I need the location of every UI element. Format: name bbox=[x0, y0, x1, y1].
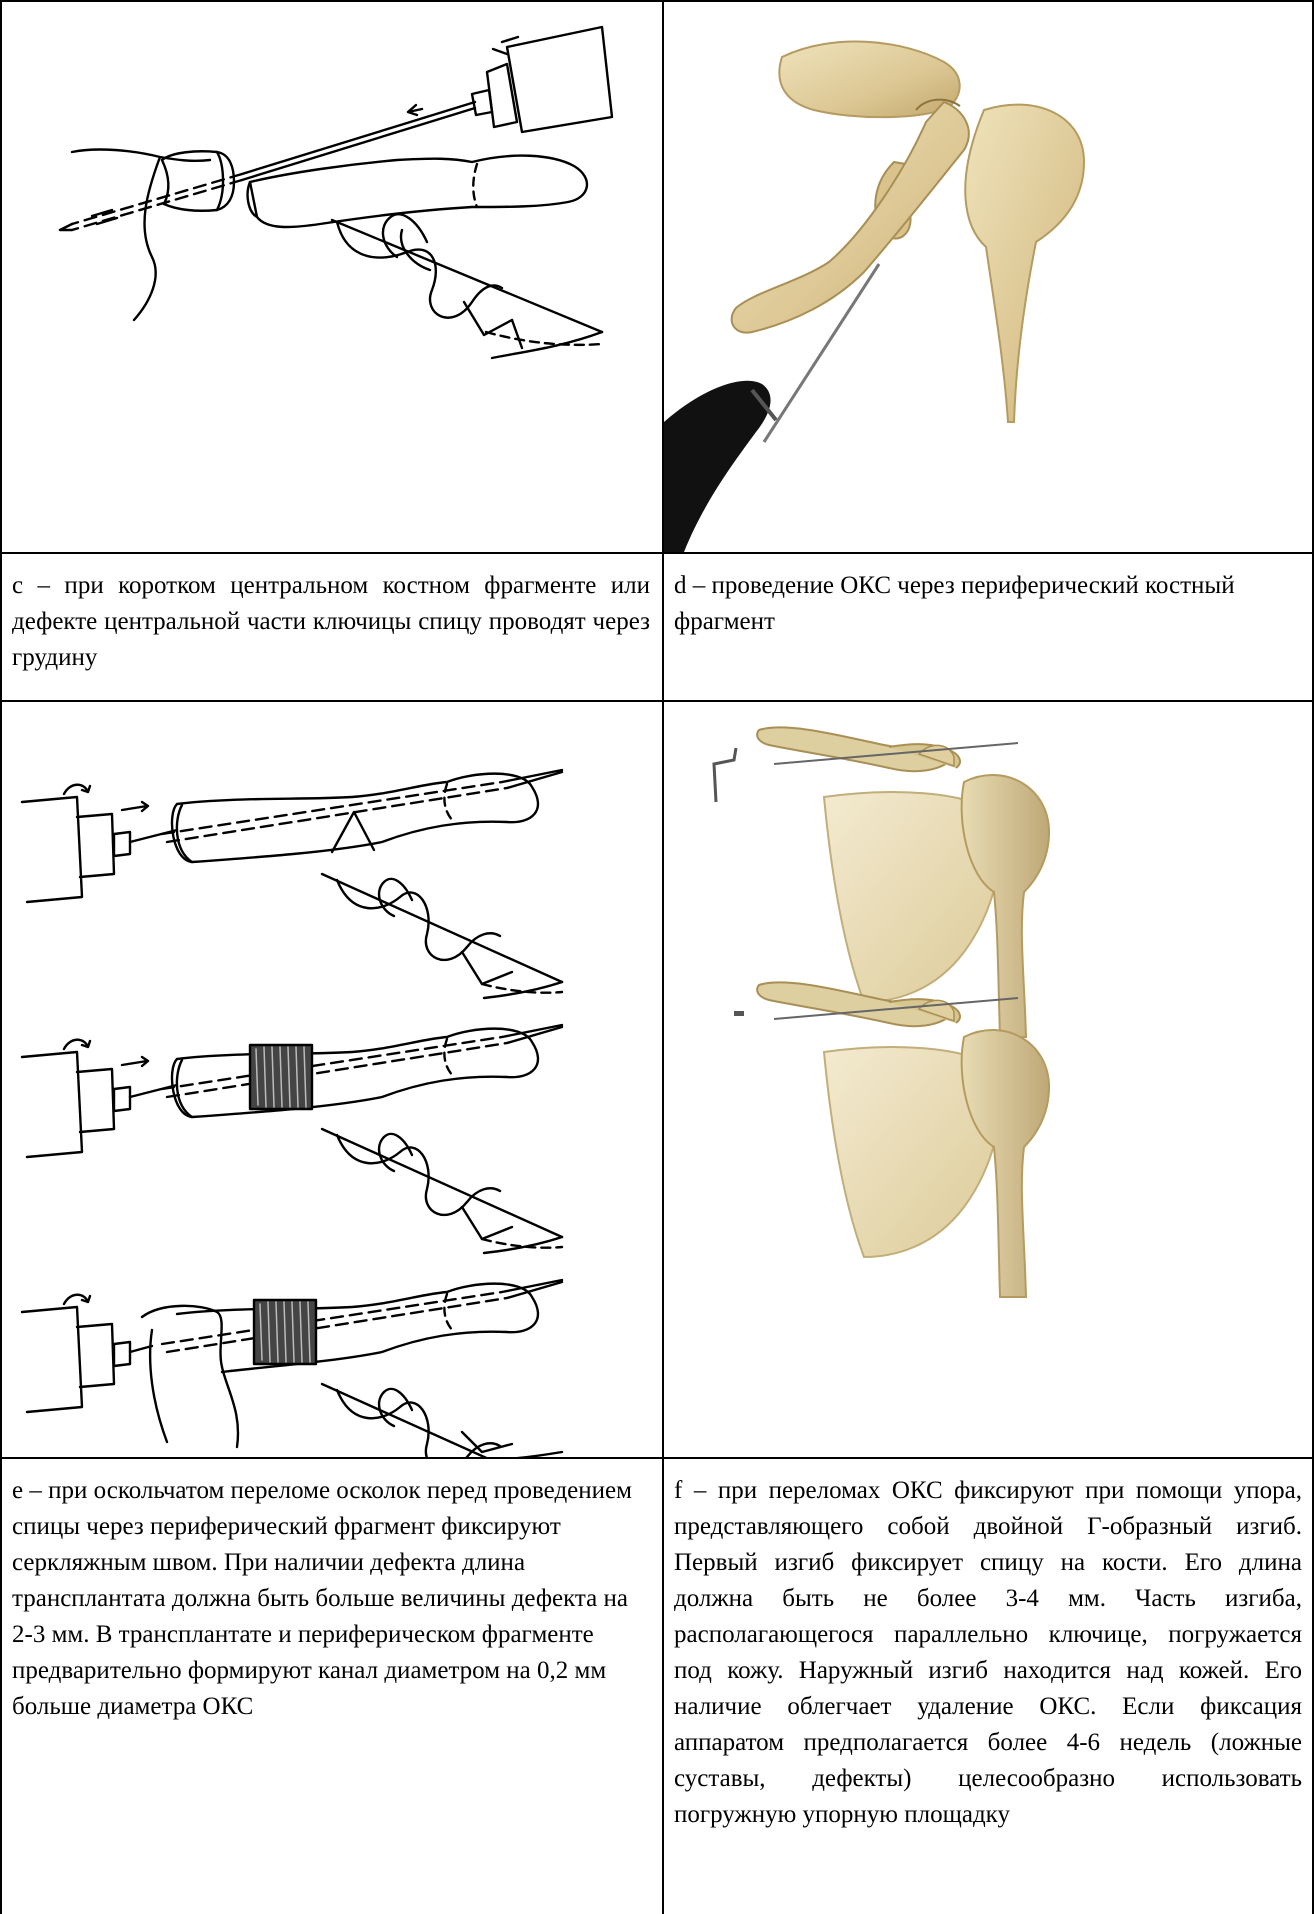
figure-f-photos bbox=[664, 702, 1312, 1457]
figure-e-drawings bbox=[2, 702, 662, 1457]
caption-e: e – при оскольчатом переломе осколок пер… bbox=[2, 1459, 662, 1914]
caption-c: c – при коротком центральном костном фра… bbox=[2, 554, 662, 700]
caption-d: d – проведение ОКС через периферический … bbox=[664, 554, 1312, 700]
drawing-e1 bbox=[22, 770, 562, 998]
figure-c-drawing bbox=[2, 2, 662, 552]
drawing-e3 bbox=[22, 1280, 562, 1457]
figure-d-photo bbox=[664, 2, 1312, 552]
caption-f: f – при переломах ОКС фиксируют при помо… bbox=[664, 1459, 1312, 1914]
drawing-e2 bbox=[22, 1025, 562, 1253]
